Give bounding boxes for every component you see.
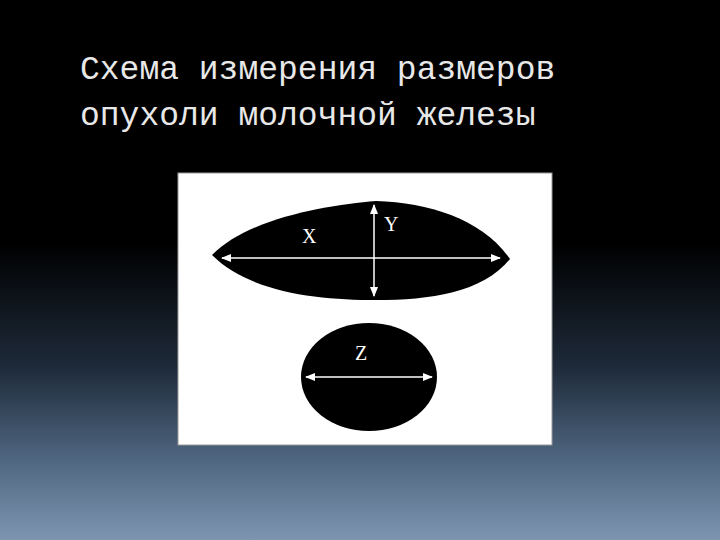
dimension-arrow <box>306 376 432 378</box>
tumor-section-xy: XY <box>210 197 512 303</box>
tumor-section-z: Z <box>300 322 438 432</box>
dimension-letter: Y <box>384 213 398 235</box>
tumor-shape <box>300 322 438 432</box>
slide-title: Схема измерения размеров опухоли молочно… <box>80 48 640 140</box>
dimension-letter: Z <box>355 342 367 364</box>
tumor-shape <box>210 197 512 303</box>
tumor-outline <box>301 323 437 431</box>
dimension-arrow <box>373 205 375 296</box>
dimension-letter: X <box>302 225 316 247</box>
dimension-arrow <box>222 257 500 259</box>
white-panel <box>178 173 552 445</box>
tumor-outline <box>212 201 510 300</box>
